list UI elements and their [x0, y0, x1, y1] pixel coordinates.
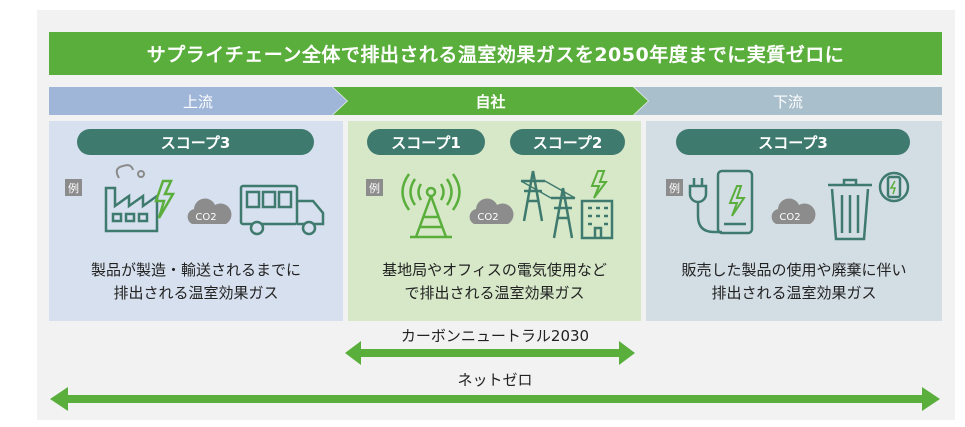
- chevron-shape: [333, 87, 648, 115]
- stage-own-label: 自社: [475, 92, 506, 111]
- upstream-desc-line1: 製品が製造・輸送されるまでに: [90, 261, 301, 279]
- scope3-badge: スコープ3: [676, 129, 910, 155]
- power-tower-icon: [520, 170, 614, 240]
- column-upstream: スコープ3 例 CO2 製品が製造・輸送されるまでに 排出される温室効果ガス: [49, 121, 343, 321]
- stage-downstream: 下流: [634, 87, 942, 115]
- co2-text: CO2: [195, 212, 216, 223]
- downstream-desc-line1: 販売した製品の使用や廃棄に伴い: [681, 261, 907, 279]
- net-zero-label: ネットゼロ: [457, 371, 533, 389]
- example-badge: 例: [65, 179, 82, 196]
- headline-banner: サプライチェーン全体で排出される温室効果ガスを2050年度までに実質ゼロに: [49, 32, 942, 75]
- co2-text: CO2: [779, 212, 800, 223]
- stage-downstream-label: 下流: [772, 92, 803, 111]
- stage-own: 自社: [333, 87, 648, 115]
- factory-icon: [104, 164, 176, 233]
- truck-icon: [239, 184, 325, 236]
- scope1-badge: スコープ1: [367, 129, 485, 155]
- stage-upstream: 上流: [49, 87, 347, 115]
- scope3-badge: スコープ3: [77, 129, 314, 155]
- column-downstream: スコープ3 例 CO2 販売した製品の使用や廃棄に伴い 排出される温室効果ガス: [646, 121, 942, 321]
- column-own: スコープ1 スコープ2 例 CO2 基地局やオフィスの電気使用など で排出される…: [348, 121, 641, 321]
- downstream-desc-line2: 排出される温室効果ガス: [711, 284, 877, 302]
- carbon-neutral-arrow: [345, 341, 635, 365]
- upstream-desc-line2: 排出される温室効果ガス: [113, 284, 279, 302]
- co2-text: CO2: [477, 212, 498, 223]
- co2-cloud-icon: CO2: [771, 198, 816, 224]
- own-desc-line2: で排出される温室効果ガス: [404, 284, 585, 302]
- chevron-shape: [634, 87, 942, 115]
- net-zero-arrow: [50, 387, 940, 411]
- phone-charging-icon: [688, 169, 754, 235]
- scope2-badge: スコープ2: [510, 129, 625, 155]
- co2-cloud-icon: CO2: [469, 198, 514, 224]
- chevron-shape: [49, 87, 347, 115]
- example-badge: 例: [666, 179, 683, 196]
- base-station-icon: [401, 173, 461, 239]
- trash-bin-icon: [828, 171, 910, 241]
- stage-upstream-label: 上流: [182, 92, 213, 111]
- example-badge: 例: [366, 179, 383, 196]
- own-desc-line1: 基地局やオフィスの電気使用など: [382, 261, 607, 279]
- carbon-neutral-label: カーボンニュートラル2030: [400, 327, 590, 345]
- co2-cloud-icon: CO2: [187, 198, 232, 224]
